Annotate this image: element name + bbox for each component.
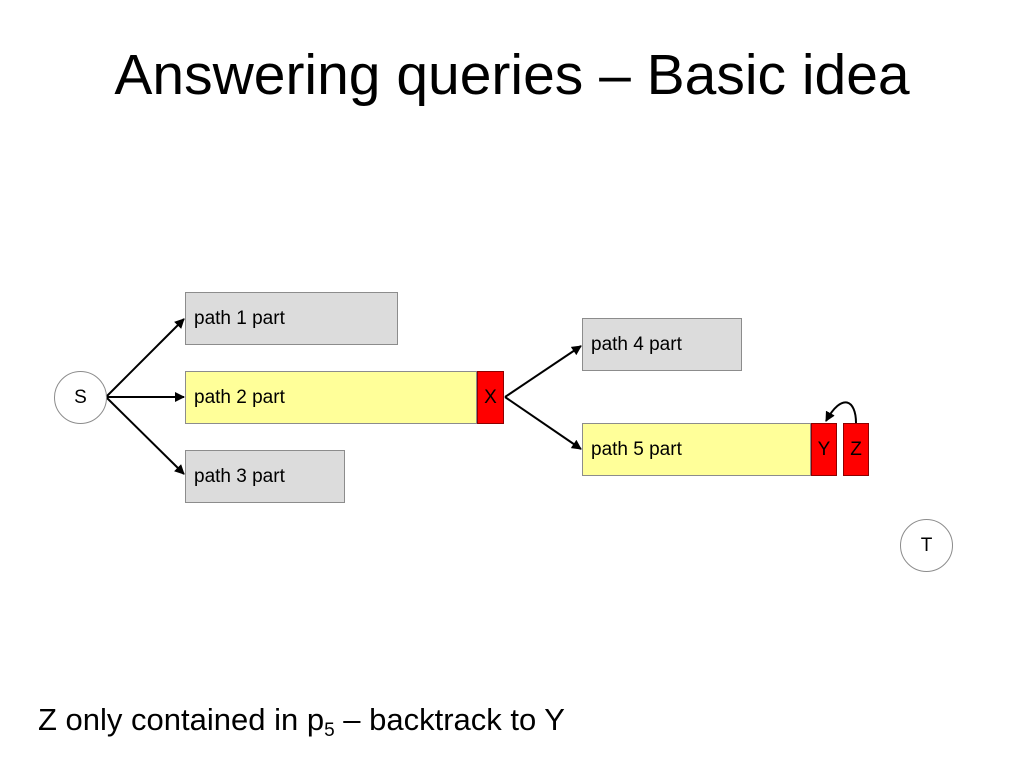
slide-caption: Z only contained in p5 – backtrack to Y [38,700,565,740]
marker-x: X [477,371,504,424]
path-5-part-box: path 5 part [582,423,811,476]
edge-backtrack-z-y [825,401,857,424]
caption-subscript: 5 [324,720,335,741]
edge-s-path3 [105,396,185,475]
edge-x-path4 [504,345,582,398]
edge-s-path1 [105,318,185,398]
end-node: T [900,519,953,572]
caption-text-before: Z only contained in p [38,702,325,737]
path-2-part-box: path 2 part [185,371,477,424]
caption-text-after: – backtrack to Y [334,702,565,737]
start-node: S [54,371,107,424]
marker-z: Z [843,423,869,476]
path-4-part-box: path 4 part [582,318,742,371]
edge-x-path5 [504,396,582,450]
marker-y: Y [811,423,837,476]
slide-title: Answering queries – Basic idea [114,43,910,107]
path-1-part-box: path 1 part [185,292,398,345]
path-3-part-box: path 3 part [185,450,345,503]
